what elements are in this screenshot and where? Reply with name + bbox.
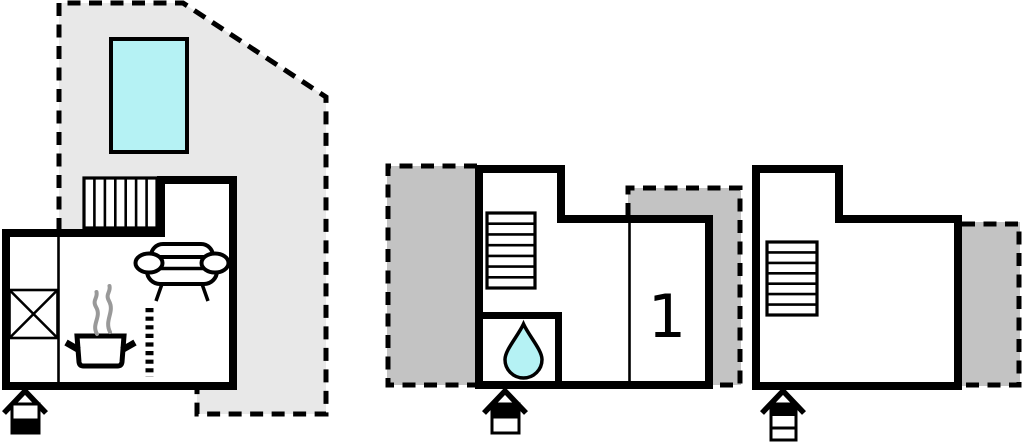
staircase-icon bbox=[485, 211, 537, 290]
shower-room-walls bbox=[475, 312, 562, 385]
ground-floor-walls bbox=[2, 176, 237, 390]
first-floor-plan: 1 bbox=[385, 163, 743, 435]
steam-icon bbox=[92, 284, 113, 336]
ground-floor-plan bbox=[2, 0, 329, 435]
sofa-icon bbox=[133, 242, 231, 302]
shower-water-drop-icon bbox=[503, 319, 544, 380]
house-level-top-icon bbox=[760, 387, 806, 442]
staircase-icon bbox=[82, 176, 159, 230]
house-level-first-icon bbox=[482, 387, 528, 435]
room-label-1: 1 bbox=[648, 282, 686, 352]
terrace-right-dashed-border bbox=[962, 221, 1022, 388]
staircase-icon bbox=[765, 240, 819, 317]
swimming-pool bbox=[109, 37, 189, 154]
top-floor-plan bbox=[752, 165, 1022, 442]
house-level-ground-icon bbox=[2, 387, 48, 435]
cooking-pot-icon bbox=[64, 333, 137, 369]
terrace-right-dashed-border bbox=[625, 185, 743, 388]
terrace-left-dashed-border bbox=[385, 163, 477, 388]
terrace-left-dashed-area bbox=[387, 166, 477, 385]
wardrobe-icon bbox=[8, 288, 59, 340]
terrace-dashed-border bbox=[56, 0, 329, 417]
top-floor-walls bbox=[752, 165, 962, 390]
terrace-right-dashed-area bbox=[962, 222, 1020, 386]
